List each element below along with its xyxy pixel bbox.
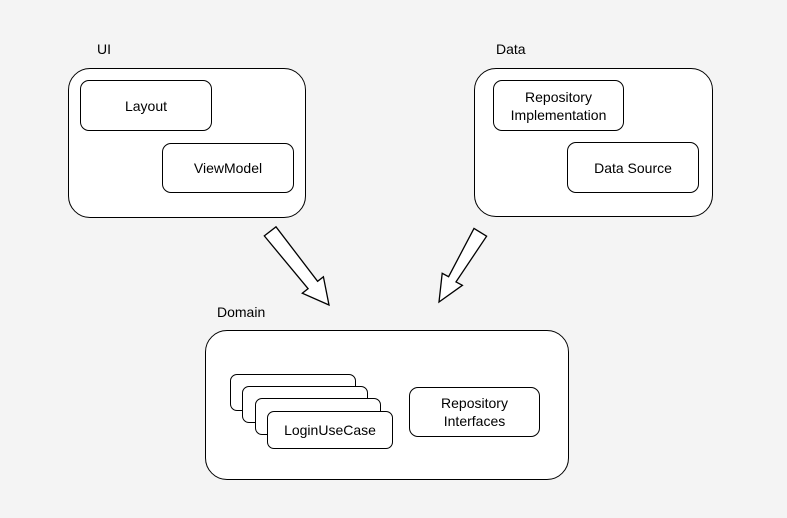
ui-to-domain-arrow [263,225,330,307]
repository-implementation-box: Repository Implementation [493,80,624,131]
viewmodel-box: ViewModel [162,143,294,193]
domain-layer-label: Domain [217,304,266,320]
data-layer-label: Data [496,41,526,57]
repository-interfaces-box: Repository Interfaces [409,387,540,437]
layout-box: Layout [80,80,212,131]
login-use-case-box: LoginUseCase [267,411,393,449]
data-source-box: Data Source [567,142,699,193]
data-to-domain-arrow [438,227,488,304]
ui-layer-label: UI [97,41,111,57]
